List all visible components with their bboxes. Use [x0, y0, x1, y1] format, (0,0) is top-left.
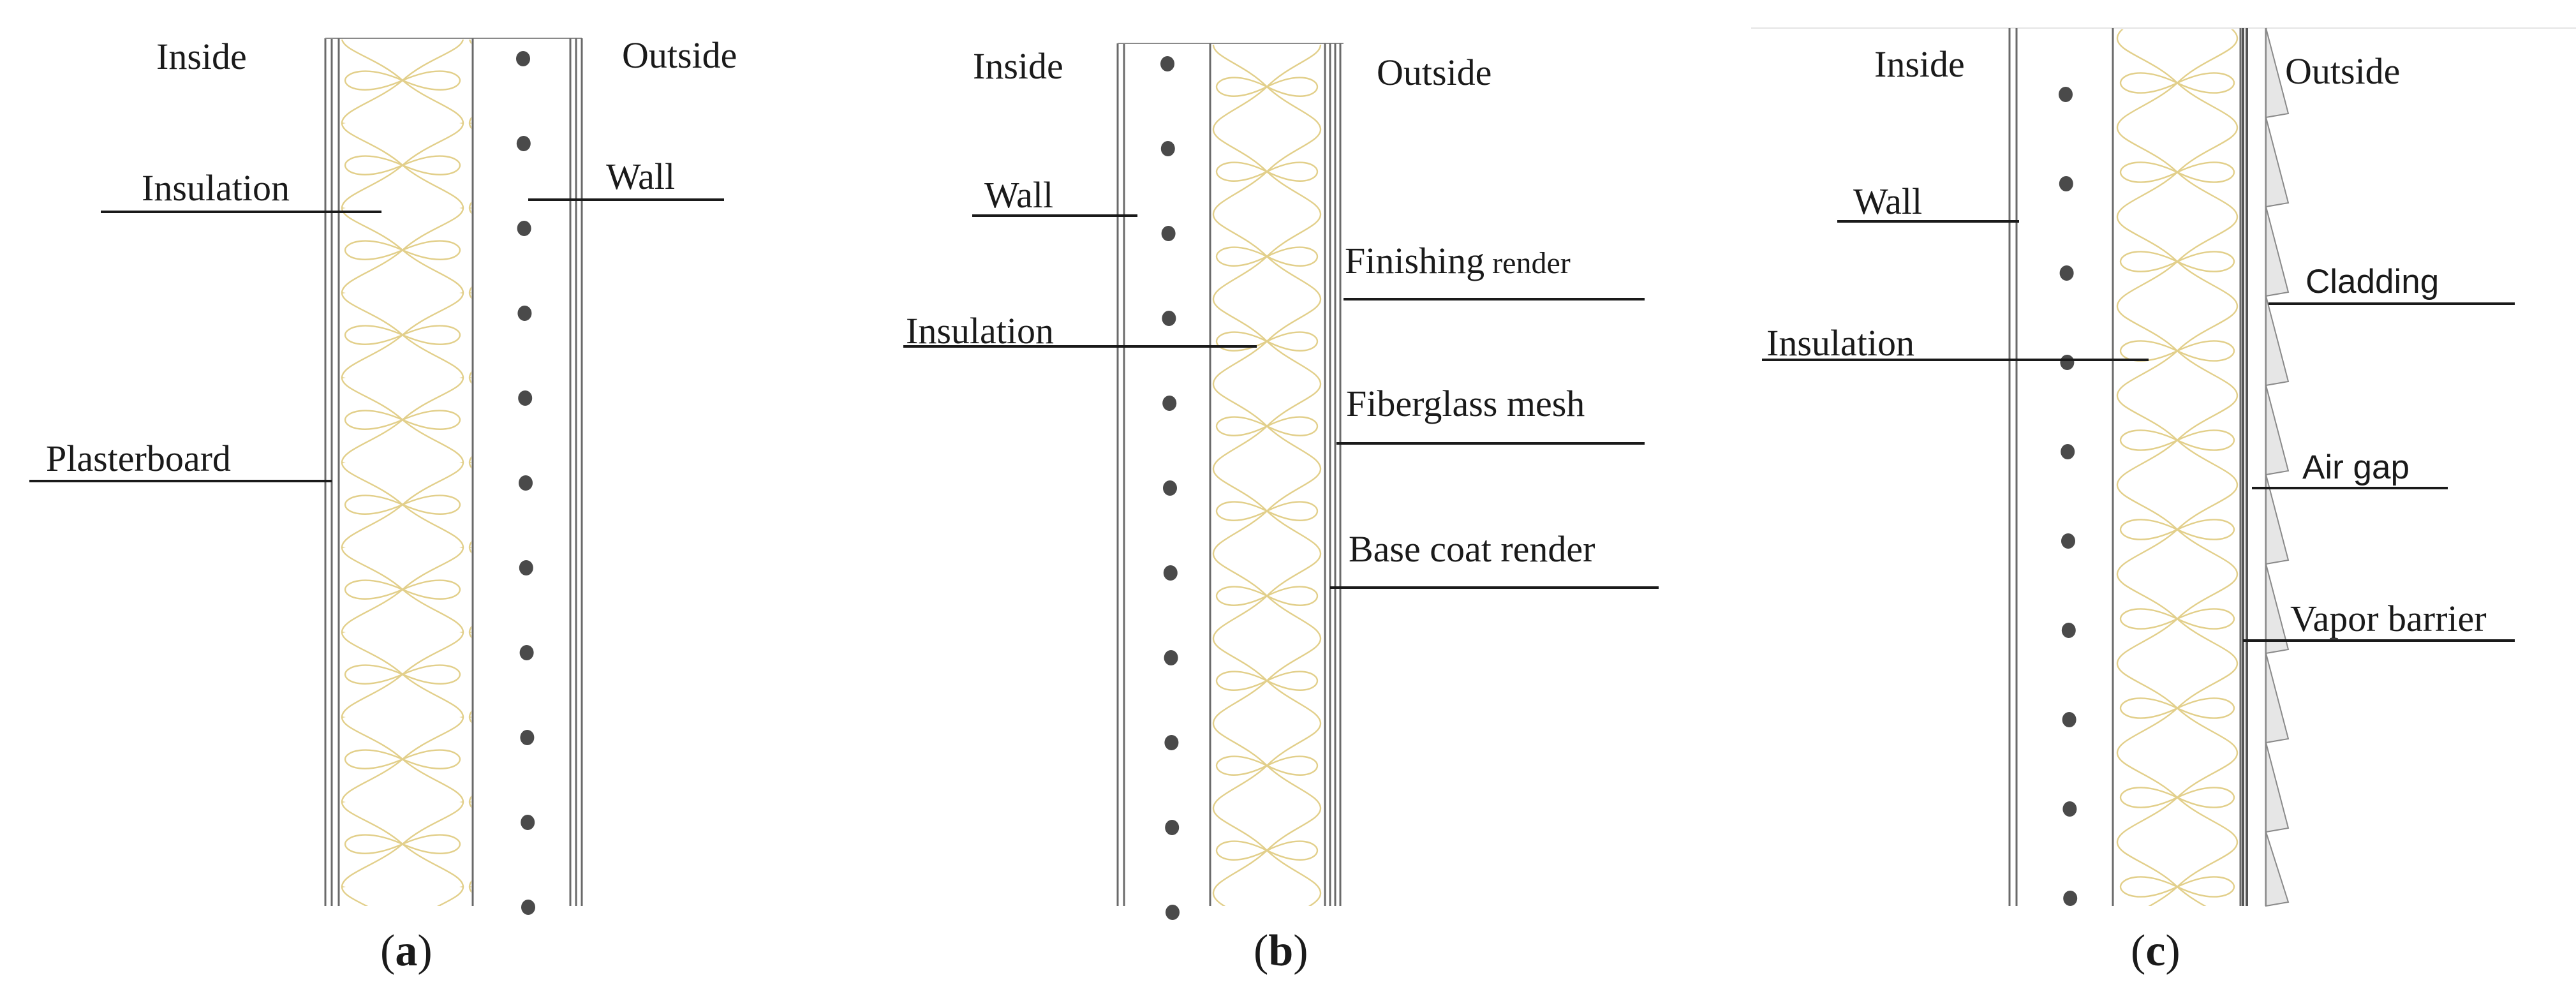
- insulation-layer-a: [339, 40, 471, 906]
- caption-b: (b): [1254, 926, 1308, 975]
- wall-dot: [519, 560, 533, 575]
- cladding-board: [2265, 831, 2290, 907]
- panel-b: Inside Outside Wall Insulation Finishing…: [903, 43, 1659, 975]
- inside-label-a: Inside: [156, 36, 247, 77]
- wall-dot: [1161, 226, 1176, 241]
- wall-dots-c: [2059, 87, 2078, 906]
- plasterboard-label-a: Plasterboard: [46, 438, 231, 479]
- wall-label-b: Wall: [984, 174, 1053, 216]
- insulation-layer-c: [2114, 29, 2240, 906]
- wall-dot: [2061, 533, 2075, 549]
- panel-c: Inside Outside Wall Insulation Cladding …: [1751, 27, 2576, 975]
- wall-dot: [1163, 480, 1177, 496]
- wall-label-a: Wall: [606, 156, 675, 197]
- wall-dot: [1165, 820, 1180, 835]
- wall-dot: [2059, 87, 2073, 102]
- panel-a: Inside Outside Insulation Wall Plasterbo…: [29, 34, 737, 975]
- insulation-layer-b: [1211, 45, 1324, 906]
- wall-dot: [2059, 265, 2074, 281]
- inside-label-c: Inside: [1874, 43, 1965, 85]
- insulation-label-b: Insulation: [906, 310, 1054, 352]
- wall-label-c: Wall: [1853, 181, 1922, 222]
- wall-dot: [521, 900, 535, 915]
- wall-dot: [2059, 176, 2073, 191]
- wall-dot: [520, 730, 535, 745]
- wall-dot: [2060, 355, 2075, 370]
- caption-a: (a): [380, 926, 433, 975]
- wall-dot: [1164, 650, 1178, 665]
- wall-dot: [1160, 56, 1174, 71]
- wall-dot: [519, 645, 534, 660]
- base-coat-render-label: Base coat render: [1349, 528, 1595, 570]
- wall-dot: [519, 475, 533, 491]
- wall-dot: [517, 306, 532, 321]
- wall-dot: [1162, 311, 1176, 326]
- cladding-board: [2265, 385, 2290, 476]
- wall-dot: [2062, 712, 2076, 727]
- wall-dots-a: [516, 51, 535, 915]
- cladding-board: [2265, 117, 2290, 208]
- insulation-label-c: Insulation: [1766, 322, 1914, 364]
- cladding-boards: [2265, 27, 2290, 907]
- outside-label-c: Outside: [2285, 50, 2400, 92]
- insulation-label-a: Insulation: [142, 167, 290, 209]
- inside-label-b: Inside: [973, 45, 1063, 87]
- cladding-board: [2265, 27, 2290, 119]
- wall-dot: [1162, 396, 1177, 411]
- cladding-board: [2265, 653, 2290, 744]
- wall-dot: [1160, 141, 1175, 156]
- wall-dot: [517, 221, 531, 236]
- cladding-board: [2265, 474, 2290, 565]
- cladding-board: [2265, 563, 2290, 655]
- cladding-board: [2265, 742, 2290, 833]
- wall-dots-b: [1160, 56, 1180, 920]
- wall-dot: [1163, 565, 1178, 581]
- cladding-board: [2265, 295, 2290, 387]
- caption-c: (c): [2131, 926, 2180, 975]
- wall-dot: [518, 390, 533, 406]
- wall-dot: [1164, 735, 1179, 750]
- cladding-board: [2265, 206, 2290, 297]
- air-gap-label: Air gap: [2302, 449, 2409, 486]
- wall-dot: [2061, 444, 2075, 459]
- wall-dot: [2061, 623, 2076, 638]
- vapor-barrier-label: Vapor barrier: [2290, 598, 2487, 639]
- wall-dot: [2062, 801, 2077, 817]
- wall-dot: [1166, 905, 1180, 920]
- wall-dot: [2063, 891, 2078, 906]
- outside-label-b: Outside: [1377, 52, 1492, 93]
- wall-dot: [516, 136, 531, 151]
- cladding-label: Cladding: [2306, 263, 2439, 300]
- wall-dot: [516, 51, 530, 66]
- fiberglass-mesh-label: Fiberglass mesh: [1346, 383, 1585, 424]
- outside-label-a: Outside: [622, 34, 737, 76]
- wall-dot: [521, 815, 535, 830]
